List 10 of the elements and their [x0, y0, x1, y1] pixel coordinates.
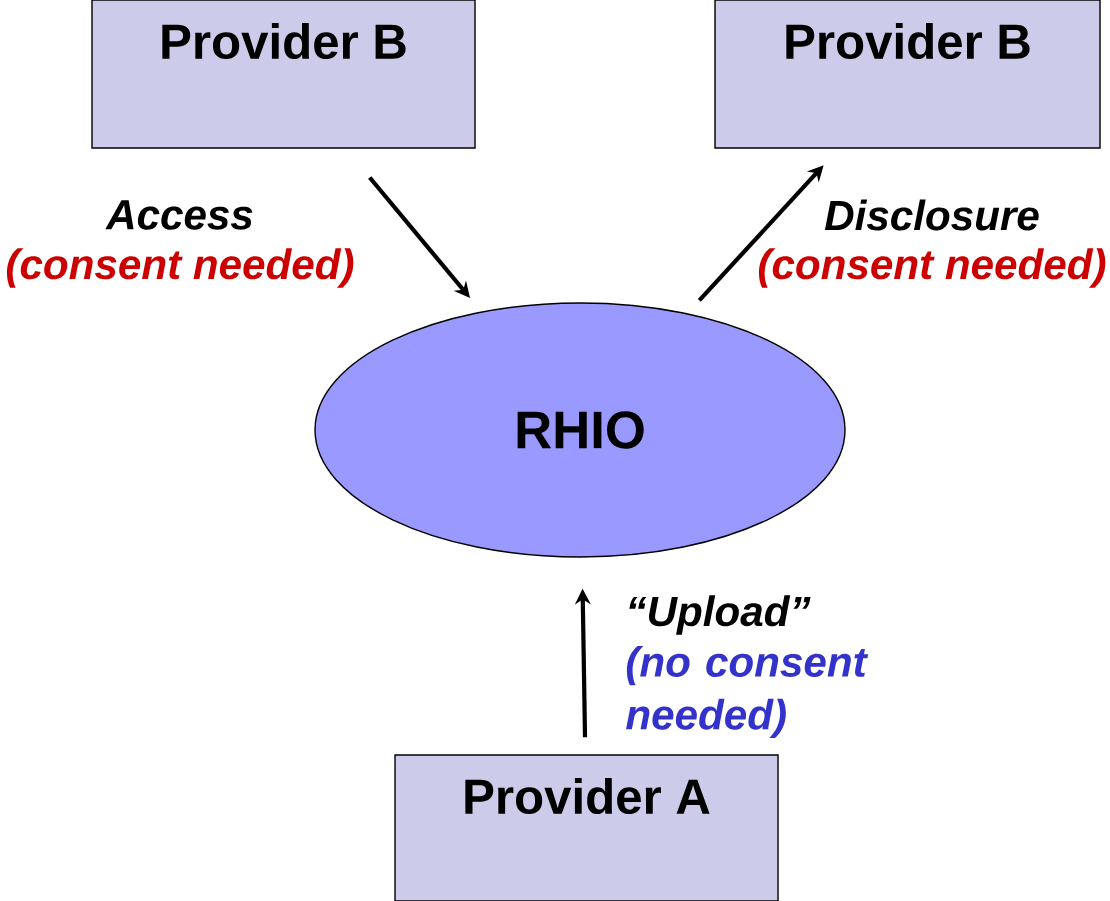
note-text: (consent needed) — [758, 248, 1106, 288]
edge-label: “Upload” — [629, 595, 811, 635]
ellipse-node: RHIO — [314, 302, 846, 558]
provider-box: Provider A — [394, 754, 779, 901]
provider-box: Provider B — [91, 0, 476, 149]
edge-label: Disclosure — [824, 199, 1039, 231]
note-text: (no consent needed) — [626, 646, 869, 738]
note-text: (consent needed) — [6, 248, 354, 288]
edge-label: Access — [105, 200, 253, 230]
provider-box: Provider B — [714, 0, 1101, 149]
